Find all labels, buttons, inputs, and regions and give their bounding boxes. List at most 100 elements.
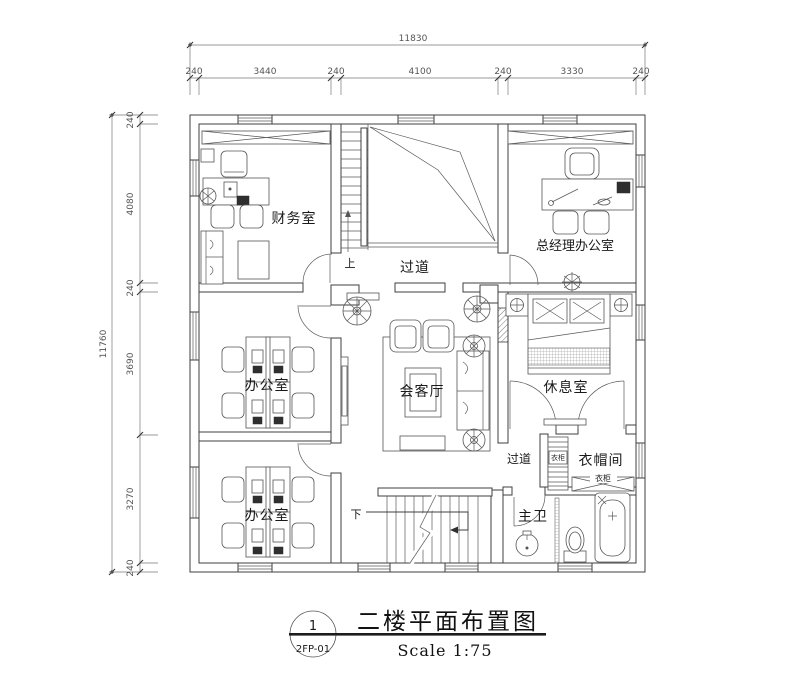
armchair [389, 319, 422, 353]
stair-up-arrow [345, 210, 351, 217]
office-a-label: 办公室 [245, 377, 290, 394]
toilet [563, 526, 587, 563]
dim-left-0: 240 [126, 111, 136, 128]
cabinet-x [507, 130, 634, 145]
stair-upper: 上 [341, 124, 369, 270]
monitor [251, 399, 264, 414]
pc-tower [273, 495, 284, 504]
cabinet-x [201, 130, 331, 145]
dim-left-total: 11760 [99, 329, 109, 358]
stair-break-line [409, 494, 437, 564]
plant [462, 334, 486, 358]
coffee-table [404, 367, 442, 418]
drawing-title: 二楼平面布置图 [357, 609, 539, 635]
pc-tower [252, 416, 263, 425]
void-opening [368, 126, 498, 248]
plant [562, 272, 582, 292]
dim-top-0: 240 [185, 67, 202, 77]
phone [616, 181, 631, 194]
monitor [272, 479, 285, 494]
dim-left-2: 240 [126, 279, 136, 296]
tv-cabinet [340, 356, 349, 426]
window-left-1 [189, 159, 200, 197]
guest-chair [210, 204, 235, 229]
room-office-a: 办公室 [221, 336, 315, 429]
cloakroom-label: 衣帽间 [579, 453, 624, 469]
stair-down-path [366, 511, 469, 531]
dim-top-6: 240 [632, 67, 649, 77]
window-top-1 [237, 114, 273, 125]
desk-chair [220, 150, 248, 178]
office-chair [291, 522, 315, 549]
stair-upper-rail [360, 127, 368, 247]
bathtub [594, 492, 631, 563]
office-chair [221, 392, 245, 419]
pc-tower [273, 416, 284, 425]
stair-down-label: 下 [351, 508, 362, 521]
armchair [422, 319, 455, 353]
window-bottom-4 [557, 562, 593, 573]
wardrobe-tall: 衣柜 [547, 436, 569, 491]
pc-tower [273, 365, 284, 374]
office-chair [221, 346, 245, 373]
title-block: 1 2FP-01 二楼平面布置图 Scale 1:75 [289, 609, 546, 660]
window-top-2 [397, 114, 435, 125]
nightstand [505, 293, 529, 317]
dim-top-total: 11830 [399, 34, 428, 44]
window-bottom-2 [357, 562, 391, 573]
monitor [272, 399, 285, 414]
console-table [543, 418, 587, 426]
drawing-scale: Scale 1:75 [397, 641, 492, 660]
door-office-b [297, 442, 332, 477]
monitor [272, 528, 285, 543]
dim-left-3: 3690 [126, 352, 136, 375]
monitor [272, 349, 285, 364]
sink [515, 530, 539, 557]
dimension-chain-left: 11760 240 4080 240 3690 3270 240 [99, 111, 158, 577]
plant [463, 295, 491, 323]
room-bath: 主卫 [515, 492, 631, 563]
dim-top-4: 240 [494, 67, 511, 77]
bath-label: 主卫 [518, 509, 548, 525]
window-left-3 [189, 466, 200, 519]
dim-left-4: 3270 [126, 487, 136, 510]
dim-top-2: 240 [327, 67, 344, 77]
dim-top-1: 3440 [254, 67, 277, 77]
printer [236, 195, 250, 206]
corridor-shelf [346, 292, 380, 301]
guest-chair [239, 204, 264, 229]
door-finance [302, 253, 333, 284]
corridor-label: 过道 [400, 260, 430, 276]
wardrobe-a-label: 衣柜 [551, 453, 565, 462]
dim-left-1: 4080 [126, 192, 136, 215]
bed [527, 293, 611, 375]
pc-tower [252, 546, 263, 555]
dimension-chain-top: 11830 240 3440 240 4100 240 3330 240 [185, 34, 650, 95]
rest-label: 休息室 [544, 379, 589, 396]
gm-office-label: 总经理办公室 [536, 238, 614, 254]
stair-down-arrow [450, 526, 458, 534]
windows [189, 114, 646, 573]
dim-left-5: 240 [126, 559, 136, 576]
window-bottom-1 [237, 562, 273, 573]
sofa-right [456, 350, 490, 431]
finance-label: 财务室 [272, 210, 317, 227]
pc-tower [252, 365, 263, 374]
office-chair [291, 346, 315, 373]
meeting-label: 会客厅 [400, 383, 445, 400]
monitor [251, 528, 264, 543]
monitor [251, 349, 264, 364]
pc-tower [252, 495, 263, 504]
office-chair [221, 522, 245, 549]
guest-chair [552, 210, 579, 235]
window-top-3 [542, 114, 578, 125]
window-bottom-3 [444, 562, 479, 573]
office-chair [291, 392, 315, 419]
title-underline [289, 633, 546, 636]
window-left-2 [189, 311, 200, 361]
wardrobe-long: 衣柜 [571, 473, 635, 492]
window-right-1 [635, 154, 646, 188]
tv-bench [399, 435, 446, 451]
dim-top-5: 3330 [561, 67, 584, 77]
